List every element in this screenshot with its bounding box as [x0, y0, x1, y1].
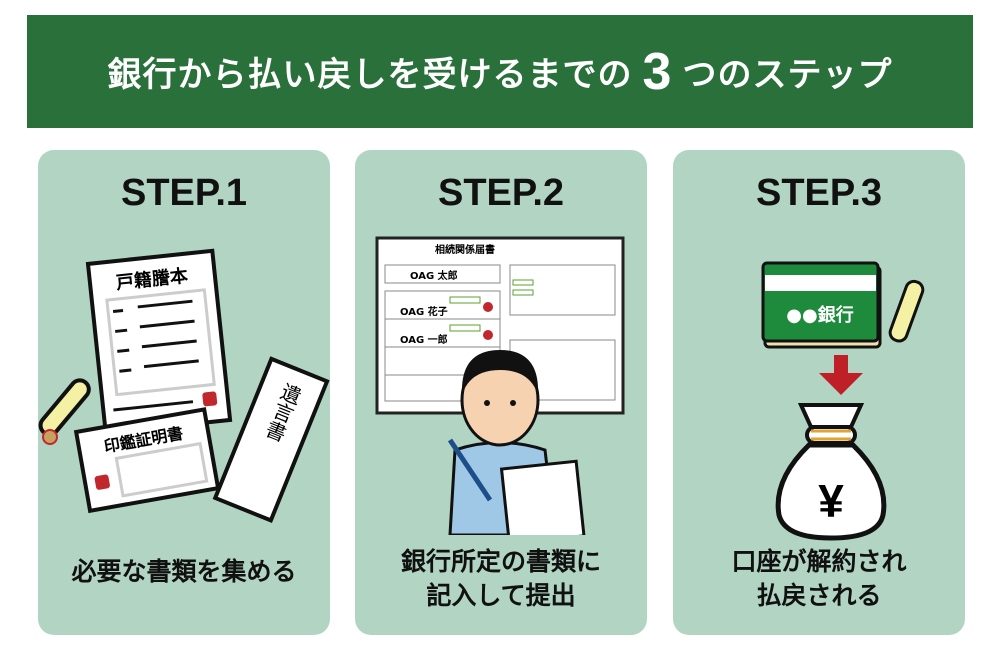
yen-symbol: ¥	[818, 475, 844, 527]
bank-name: ●●銀行	[786, 304, 853, 326]
will-document: 遺言書	[212, 356, 330, 524]
seal-stamp-icon	[38, 378, 91, 445]
step-3-caption: 口座が解約され 払戻される	[673, 545, 965, 613]
refund-illustration: ●●銀行 ¥	[761, 261, 925, 541]
down-arrow-icon	[819, 355, 863, 395]
step-1-label: STEP.1	[120, 172, 248, 214]
koseki-document: 戸籍謄本	[85, 248, 233, 436]
money-bag-icon: ¥	[775, 403, 887, 541]
title-text: 銀行から払い戻しを受けるまでの	[107, 55, 633, 95]
step-3-card: STEP.3 ●●銀行 ¥ 口座が解約され 払戻される	[673, 150, 965, 635]
seal-stamp-icon	[888, 279, 925, 343]
step-2-label: STEP.2	[437, 172, 565, 214]
step-3-label: STEP.3	[755, 172, 883, 214]
heir-1-name: OAG 花子	[400, 305, 448, 318]
step-1-caption: 必要な書類を集める	[71, 557, 297, 586]
form-title: 相続関係届書	[435, 243, 495, 256]
caption-line-1: 銀行所定の書類に	[400, 547, 601, 576]
step-2-caption: 銀行所定の書類に 記入して提出	[355, 545, 647, 613]
caption-line-2: 記入して提出	[426, 581, 576, 610]
title-text-end: つのステップ	[682, 55, 893, 95]
inkan-certificate: 印鑑証明書	[73, 407, 221, 514]
bankbook-icon: ●●銀行	[761, 261, 882, 349]
caption-line-1: 口座が解約され	[731, 547, 907, 576]
deceased-name: OAG 太郎	[410, 269, 458, 282]
form-filling-illustration: 相続関係届書 OAG 太郎 OAG 花子 OAG 一郎	[375, 236, 625, 535]
step-2-card: STEP.2 相続関係届書 OAG 太郎 OAG 花子 OAG 一郎 銀行所定の…	[355, 150, 647, 635]
page-title: 銀行から払い戻しを受けるまでの 3 つのステップ	[27, 15, 973, 128]
documents-illustration: 戸籍謄本 印鑑証明書 遺言書	[38, 248, 330, 524]
heir-2-name: OAG 一郎	[400, 333, 448, 346]
caption-line-2: 払戻される	[756, 581, 882, 610]
step-1-card: STEP.1 戸籍謄本 印鑑証明書 遺言書 必要な書類を集める	[38, 150, 330, 635]
title-number: 3	[642, 42, 673, 101]
man-writing-icon	[447, 350, 586, 535]
